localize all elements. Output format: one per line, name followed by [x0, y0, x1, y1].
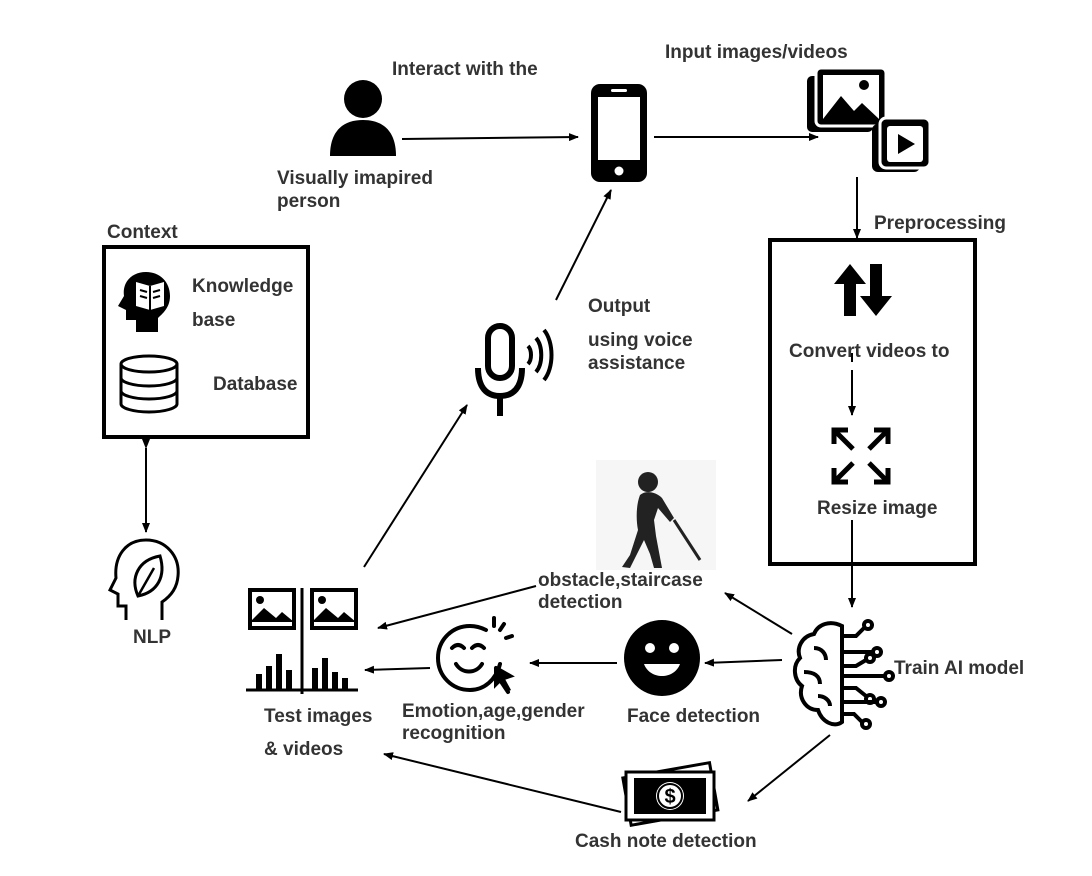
- obstacle-label-line1: obstacle,staircase: [538, 570, 703, 591]
- interact-label: Interact with the: [392, 59, 538, 80]
- emotion-label-line1: Emotion,age,gender: [402, 701, 585, 722]
- head-leaf-icon: [107, 538, 180, 620]
- blind-person-cane-icon: [596, 460, 716, 570]
- output-label-line2: using voice: [588, 330, 693, 351]
- arrow-test-to-voice: [363, 404, 468, 568]
- microphone-icon: [475, 323, 554, 416]
- smartphone-icon: [591, 84, 647, 182]
- database-label: Database: [213, 374, 298, 395]
- ai-brain-icon: [793, 619, 895, 730]
- preprocessing-box: [768, 238, 977, 566]
- smiley-face-icon: [624, 620, 700, 696]
- test-label-line1: Test images: [264, 706, 373, 727]
- arrow-emotion-to-test: [364, 665, 431, 674]
- convert-label-clip: [786, 362, 972, 370]
- knowledge-label-line1: Knowledge: [192, 276, 294, 297]
- preprocessing-label: Preprocessing: [874, 213, 1006, 234]
- nlp-label: NLP: [133, 627, 171, 648]
- knowledge-label-line2: base: [192, 310, 236, 331]
- face-detection-label: Face detection: [627, 706, 761, 727]
- database-icon: [119, 354, 179, 414]
- convert-videos-label: Convert videos to: [789, 341, 950, 362]
- person-label-line2: person: [277, 191, 341, 212]
- arrow-voice-to-phone: [555, 189, 612, 301]
- swap-arrows-icon: [834, 264, 892, 316]
- test-media-chart-icon: [246, 588, 358, 694]
- person-label-line1: Visually imapired: [277, 168, 433, 189]
- emotion-label-line2: recognition: [402, 723, 506, 744]
- image-icon: [807, 66, 888, 132]
- cash-note-icon: $: [621, 760, 720, 827]
- output-label-line1: Output: [588, 296, 651, 317]
- head-book-icon: [118, 272, 170, 332]
- train-model-label: Train AI model: [894, 658, 1025, 679]
- arrow-person-to-phone: [401, 133, 579, 142]
- video-play-icon: [872, 116, 932, 172]
- svg-text:$: $: [664, 786, 675, 808]
- test-label-line2: & videos: [264, 739, 344, 760]
- person-icon: [330, 80, 396, 156]
- expand-icon: [831, 427, 891, 485]
- context-label: Context: [107, 222, 178, 243]
- cash-note-label: Cash note detection: [575, 831, 757, 852]
- input-media-label: Input images/videos: [665, 42, 848, 63]
- arrow-train-to-cash: [747, 734, 831, 802]
- obstacle-label-line2: detection: [538, 592, 623, 613]
- output-label-line3: assistance: [588, 353, 686, 374]
- context-box: [102, 245, 310, 439]
- resize-image-label: Resize image: [817, 498, 938, 519]
- arrow-train-to-obstacle: [724, 592, 793, 635]
- arrow-obstacle-to-test: [377, 585, 537, 630]
- arrow-cash-to-test: [383, 752, 622, 813]
- arrow-train-to-face: [704, 658, 783, 667]
- emotion-face-icon: [435, 616, 515, 694]
